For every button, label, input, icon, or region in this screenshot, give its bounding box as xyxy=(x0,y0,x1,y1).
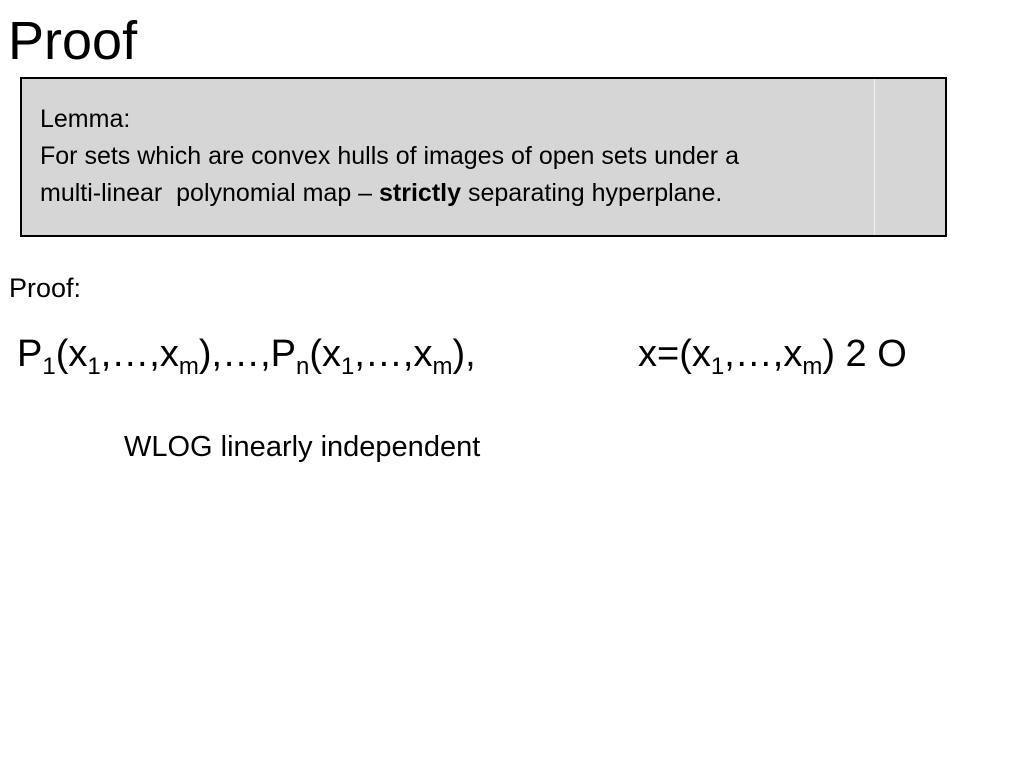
formula-text: ,…,x xyxy=(724,333,803,375)
formula-sub: m xyxy=(432,353,453,380)
formula-sub: 1 xyxy=(87,353,101,380)
wlog-note: WLOG linearly independent xyxy=(124,431,481,463)
lemma-line-1: For sets which are convex hulls of image… xyxy=(40,142,739,170)
proof-label: Proof: xyxy=(9,273,82,303)
formula-text: (x xyxy=(55,333,88,375)
slide-title: Proof xyxy=(8,11,138,71)
formula-sub: 1 xyxy=(341,353,355,380)
formula-sub: m xyxy=(802,353,823,380)
formula-sub: n xyxy=(295,353,310,380)
lemma-line-2-prefix: multi-linear polynomial map – xyxy=(40,179,380,207)
formula-text: (x xyxy=(309,333,341,375)
formula-text: x=(x xyxy=(638,333,711,375)
formula-sub: m xyxy=(178,353,199,380)
polynomial-list-formula: P1(x1,…,xm),…,Pn(x1,…,xm), xyxy=(17,330,476,380)
point-formula: x=(x1,…,xm) 2 O xyxy=(638,330,907,380)
lemma-text: Lemma: For sets which are convex hulls o… xyxy=(40,101,739,212)
lemma-heading: Lemma: xyxy=(40,105,131,133)
formula-text: ) 2 O xyxy=(822,333,907,375)
lemma-line-2-suffix: separating hyperplane. xyxy=(461,179,723,207)
formula-text: ),…,P xyxy=(198,333,296,375)
lemma-strictly-bold: strictly xyxy=(379,179,462,207)
formula-p: P xyxy=(17,333,43,375)
formula-text: ,…,x xyxy=(354,333,433,375)
lemma-line-2: multi-linear polynomial map – strictly s… xyxy=(40,175,739,212)
formula-sub: 1 xyxy=(42,353,56,380)
formula-sub: 1 xyxy=(710,353,725,380)
formula-text: ), xyxy=(452,333,476,375)
lemma-box: Lemma: For sets which are convex hulls o… xyxy=(20,77,947,237)
formula-text: ,…,x xyxy=(100,333,179,375)
lemma-box-divider xyxy=(874,79,875,235)
